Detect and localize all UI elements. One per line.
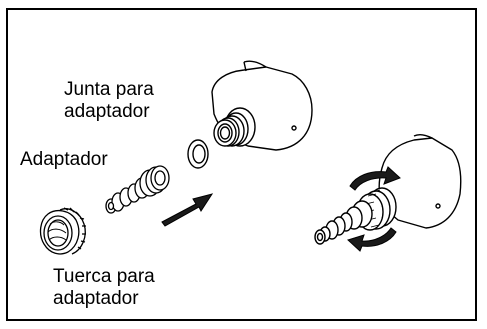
insert-arrow [161, 193, 214, 227]
nut-label: Tuerca para adaptador [53, 266, 155, 310]
adapter-gasket [187, 139, 209, 169]
faucet-body-upper [211, 60, 313, 151]
adapter-nut [39, 207, 86, 255]
gasket-label: Junta para adaptador [64, 79, 154, 123]
gasket-label-line-1: Junta para [64, 79, 154, 100]
adapter-label-line-1: Adaptador [20, 149, 108, 170]
nut-label-line-2: adaptador [53, 288, 139, 309]
nut-label-line-1: Tuerca para [53, 266, 155, 287]
faucet-body-assembled [314, 133, 462, 245]
hose-adapter [105, 165, 170, 214]
adapter-label: Adaptador [20, 149, 108, 171]
gasket-label-line-2: adaptador [64, 101, 150, 122]
rotation-arrows [347, 166, 401, 252]
